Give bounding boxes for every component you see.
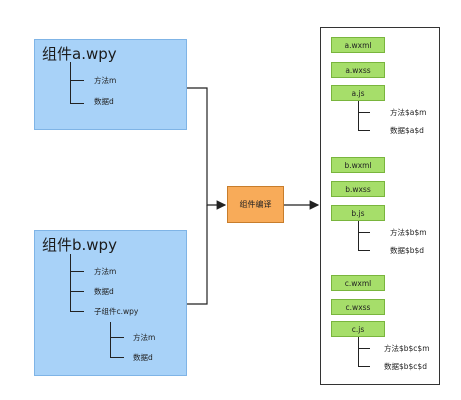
component-b-title: 组件b.wpy — [42, 236, 117, 254]
tree-line — [358, 348, 370, 349]
component-b-data: 数据d — [94, 287, 114, 296]
tree-line — [358, 366, 370, 367]
connector-a-to-compiler — [187, 87, 227, 210]
component-a-title: 组件a.wpy — [42, 45, 117, 63]
component-c-method: 方法m — [133, 333, 156, 342]
output-c-wxss: c.wxss — [331, 299, 385, 315]
compiler-box: 组件编译 — [227, 186, 284, 223]
output-a-wxml: a.wxml — [331, 37, 385, 53]
output-a-js: a.js — [331, 85, 385, 101]
output-b-data: 数据$b$d — [390, 246, 425, 255]
tree-line — [110, 322, 111, 358]
tree-line — [358, 221, 359, 251]
component-a-data: 数据d — [94, 97, 114, 106]
output-b-js: b.js — [331, 205, 385, 221]
tree-line — [358, 112, 370, 113]
tree-line — [70, 62, 71, 104]
tree-line — [110, 357, 124, 358]
tree-line — [70, 80, 84, 81]
tree-line — [358, 232, 370, 233]
connector-b-to-compiler — [187, 205, 208, 305]
output-c-method: 方法$b$c$m — [384, 344, 430, 353]
tree-line — [70, 103, 84, 104]
tree-line — [358, 130, 370, 131]
output-b-wxml: b.wxml — [331, 157, 385, 173]
output-c-js: c.js — [331, 321, 385, 337]
tree-line — [70, 271, 84, 272]
component-b-method: 方法m — [94, 267, 117, 276]
output-a-method: 方法$a$m — [390, 108, 427, 117]
component-c-data: 数据d — [133, 353, 153, 362]
tree-line — [70, 254, 71, 311]
output-c-data: 数据$b$c$d — [384, 362, 427, 371]
output-a-data: 数据$a$d — [390, 126, 424, 135]
output-b-wxss: b.wxss — [331, 181, 385, 197]
component-a-box — [34, 39, 187, 130]
component-b-child: 子组件c.wpy — [94, 307, 139, 316]
tree-line — [358, 250, 370, 251]
output-c-wxml: c.wxml — [331, 275, 385, 291]
tree-line — [70, 311, 84, 312]
tree-line — [358, 101, 359, 131]
output-b-method: 方法$b$m — [390, 228, 427, 237]
tree-line — [110, 337, 124, 338]
tree-line — [70, 291, 84, 292]
tree-line — [358, 337, 359, 367]
component-a-method: 方法m — [94, 76, 117, 85]
output-a-wxss: a.wxss — [331, 62, 385, 78]
